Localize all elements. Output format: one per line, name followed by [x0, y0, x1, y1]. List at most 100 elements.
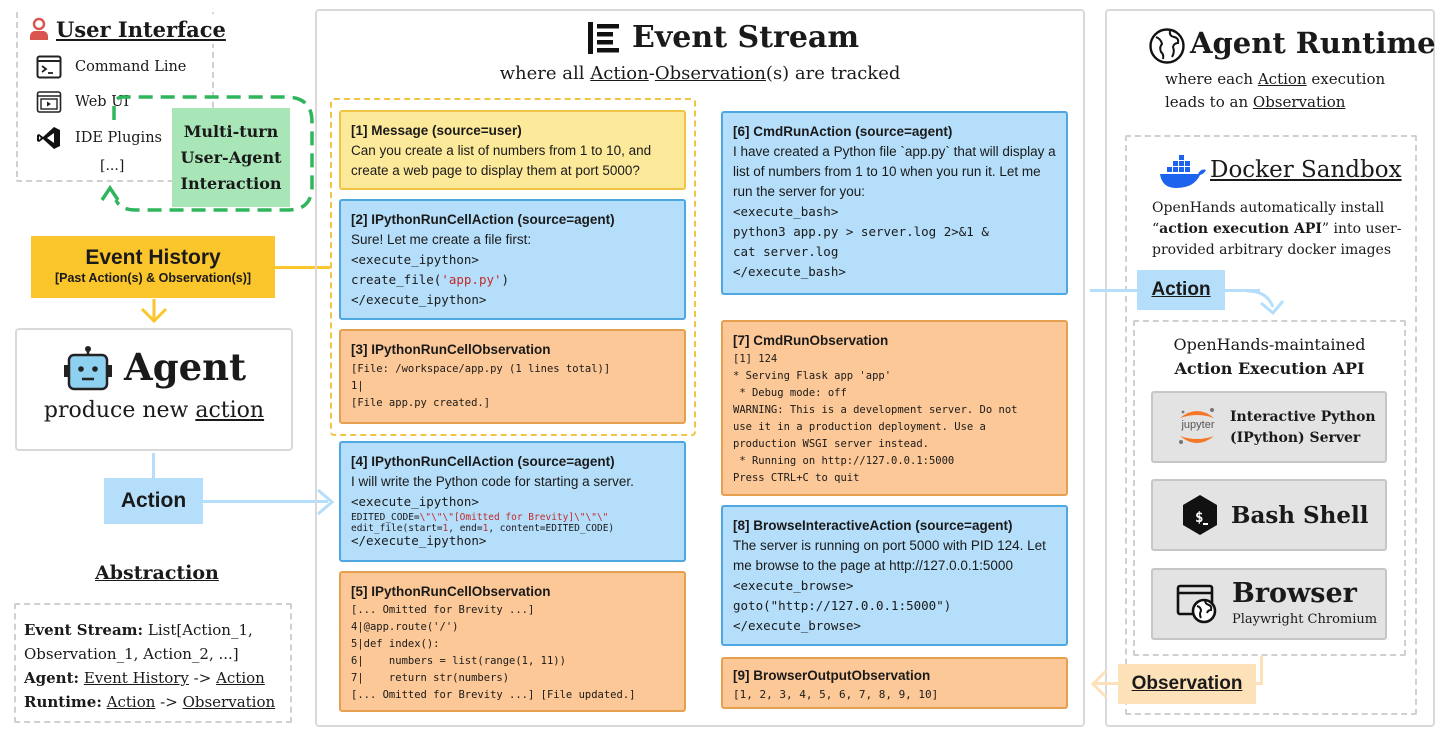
event-history-box: Event History [Past Action(s) & Observat…	[31, 236, 275, 298]
globe-icon	[1149, 28, 1185, 64]
user-interface-header: User Interface	[28, 14, 232, 44]
event-code: 6| numbers = list(range(1, 11))	[351, 655, 566, 667]
event-title: [6] CmdRunAction (source=agent)	[733, 124, 953, 139]
ipython-label-line: (IPython) Server	[1230, 430, 1361, 446]
abstraction-line: Observation_1, Action_2, ...]	[24, 645, 239, 663]
abstraction-link: Action	[216, 669, 265, 687]
agent-subtitle-link: action	[195, 398, 265, 423]
docker-sandbox-box	[1125, 135, 1417, 715]
stream-sub-dash: -	[648, 63, 655, 84]
docker-desc-text: ” into user-	[1321, 221, 1402, 237]
abstraction-line: Runtime: Action -> Observation	[24, 690, 275, 714]
stream-sub-observation: Observation	[654, 63, 766, 84]
bash-icon: $	[1183, 495, 1217, 535]
event-code: [File app.py created.]	[351, 397, 491, 409]
abstraction-box	[14, 603, 292, 723]
docker-icon	[1160, 155, 1206, 188]
agent-action-arrowhead	[317, 488, 335, 516]
event-title: [8] BrowseInteractiveAction (source=agen…	[733, 518, 1013, 533]
ipython-server-label: Interactive Python (IPython) Server	[1230, 407, 1376, 449]
runtime-observation-tag: Observation	[1118, 664, 1256, 704]
abstraction-line: Agent: Event History -> Action	[24, 666, 275, 690]
user-interface-box	[16, 8, 214, 182]
code-fn: , end=	[448, 523, 483, 534]
multi-turn-line: User-Agent	[180, 148, 282, 167]
event-code: <execute_bash>	[733, 204, 839, 219]
ipython-server-box	[1151, 391, 1387, 463]
stream-sub-action: Action	[590, 63, 649, 84]
code-var: EDITED_CODE=	[351, 512, 420, 523]
event-9-browser-observation: [9] BrowserOutputObservation [1, 2, 3, 4…	[721, 657, 1068, 709]
event-text: The server is running on port 5000 with …	[733, 538, 1046, 573]
ui-item-label: IDE Plugins	[75, 130, 162, 146]
event-title: [5] IPythonRunCellObservation	[351, 584, 551, 599]
event-code: </execute_ipython>	[351, 292, 487, 307]
event-stream-panel	[315, 9, 1085, 727]
svg-text:$: $	[1195, 510, 1203, 526]
abstraction-text: List[Action_1,	[143, 621, 253, 639]
runtime-action-arrowhead	[1246, 289, 1285, 316]
runtime-observation-line-v	[1260, 656, 1263, 682]
event-code: goto("http://127.0.0.1:5000")	[733, 598, 952, 613]
agent-action-label: Action	[120, 489, 187, 512]
code-fn: edit_file(start=	[351, 523, 443, 534]
event-3-ipython-observation: [3] IPythonRunCellObservation [File: /wo…	[339, 329, 686, 424]
event-history-title: Event History	[85, 246, 221, 269]
multi-turn-box: Multi-turn User-Agent Interaction	[172, 108, 290, 207]
event-code: 7| return str(numbers)	[351, 672, 510, 684]
ui-item-ide-plugins: IDE Plugins	[36, 124, 162, 152]
code-fn: )	[501, 272, 510, 287]
ui-item-command-line: Command Line	[36, 54, 186, 80]
event-code: python3 app.py > server.log 2>&1 &	[733, 224, 989, 239]
agent-action-line-h	[152, 500, 328, 503]
ipython-label-line: Interactive Python	[1230, 409, 1376, 425]
multi-turn-line: Multi-turn	[183, 122, 279, 141]
event-code: cat server.log	[733, 244, 839, 259]
event-text: I have created a Python file `app.py` th…	[733, 144, 1056, 199]
abstraction-link: Action	[106, 693, 156, 711]
docker-sandbox-title: Docker Sandbox	[1210, 157, 1402, 183]
event-code: 1|	[351, 380, 364, 392]
docker-desc-line: OpenHands automatically install	[1152, 200, 1385, 216]
ui-item-label: Command Line	[75, 59, 187, 75]
runtime-observation-label: Observation	[1131, 673, 1243, 694]
abstraction-title: Abstraction	[95, 562, 219, 584]
code-num: 1	[442, 523, 449, 534]
event-title: [1] Message (source=user)	[351, 123, 522, 138]
runtime-subtitle: where each Action execution leads to an …	[1165, 68, 1385, 114]
event-text: Can you create a list of numbers from 1 …	[351, 143, 652, 178]
event-stream-icon	[588, 22, 619, 54]
api-title: OpenHands-maintained Action Execution AP…	[1133, 333, 1406, 381]
agent-box	[15, 328, 293, 451]
event-code: [File: /workspace/app.py (1 lines total)…	[351, 363, 611, 375]
code-fn: , content=EDITED_CODE)	[488, 523, 615, 534]
event-code: 5|def index():	[351, 638, 440, 650]
runtime-sub-line: leads to an Observation	[1165, 91, 1385, 114]
event-text: I will write the Python code for startin…	[351, 474, 634, 489]
event-code: use it in a production deployment. Use a	[733, 421, 986, 433]
jupyter-icon	[1179, 408, 1214, 444]
robot-icon	[64, 346, 112, 391]
bash-shell-label: Bash Shell	[1231, 502, 1369, 529]
agent-subtitle: produce new action	[15, 398, 293, 423]
code-num: 1	[482, 523, 489, 534]
agent-action-tag: Action	[104, 478, 203, 524]
web-ui-icon	[36, 91, 62, 113]
event-code: * Serving Flask app 'app'	[733, 370, 892, 382]
docker-desc-line: provided arbitrary docker images	[1152, 242, 1391, 258]
abstraction-link: Event History	[83, 669, 189, 687]
agent-subtitle-text: produce new	[43, 398, 196, 423]
runtime-sub-text: execution	[1306, 70, 1386, 88]
multi-turn-loop	[100, 95, 314, 212]
runtime-action-tag: Action	[1137, 270, 1225, 310]
event-title: [7] CmdRunObservation	[733, 333, 889, 348]
abstraction-label: Event Stream:	[24, 621, 144, 639]
runtime-sub-link: Action	[1257, 70, 1307, 88]
history-to-agent-arrow	[140, 299, 168, 324]
multi-turn-line: Interaction	[180, 174, 282, 193]
event-code: </execute_ipython>	[351, 533, 487, 548]
runtime-observation-arrowhead	[1090, 669, 1108, 699]
code-string: \"\"\"[Omitted for Brevity]\"\"\"	[419, 512, 609, 523]
event-title: [3] IPythonRunCellObservation	[351, 342, 551, 357]
abstraction-arrow: ->	[155, 693, 183, 711]
